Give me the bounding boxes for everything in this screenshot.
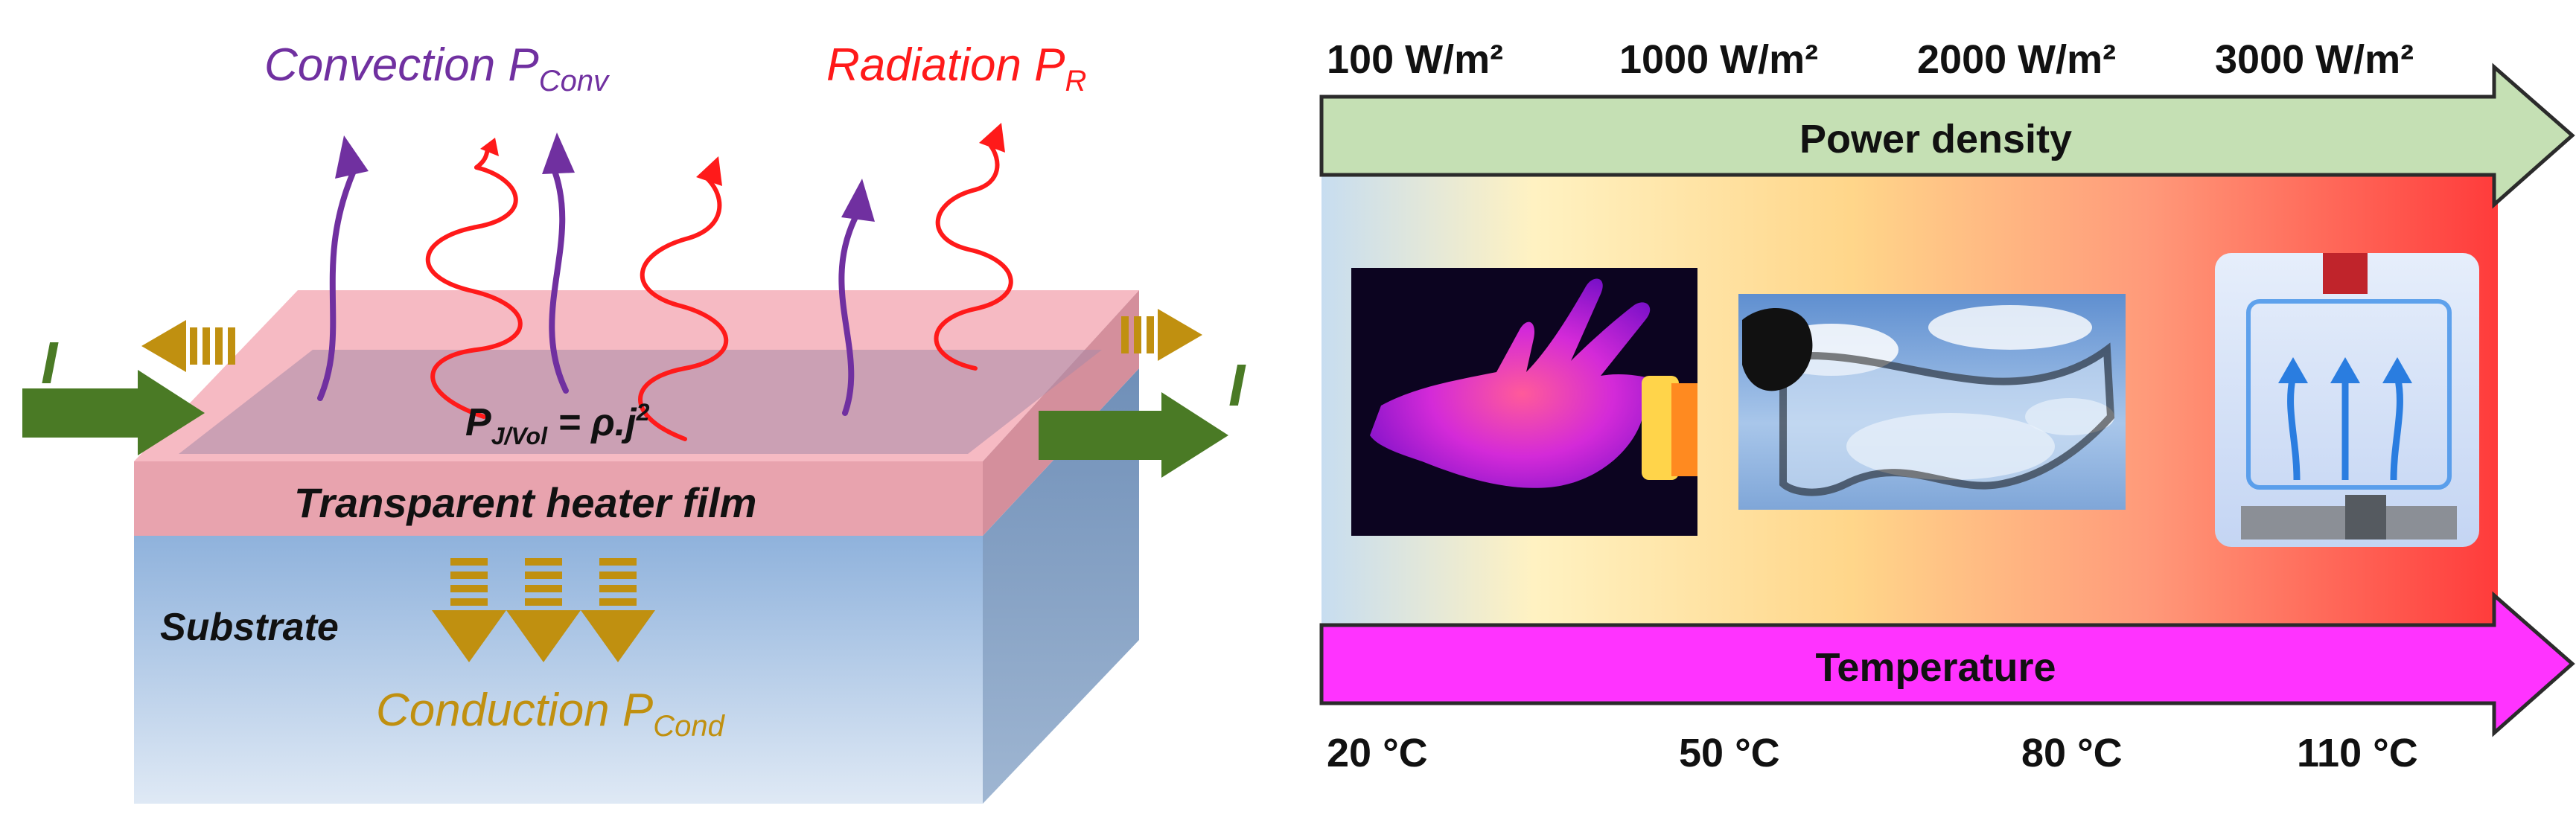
- radiation-arrowhead: [480, 138, 499, 156]
- substrate-side-face: [983, 368, 1139, 804]
- radiation-arrowhead: [979, 123, 1005, 153]
- current-arrows: I I: [22, 330, 1246, 478]
- film-front-face: [134, 461, 983, 536]
- current-arrow-right: [1039, 392, 1228, 478]
- current-symbol-right: I: [1228, 352, 1246, 418]
- temperature-value: 50 °C: [1679, 731, 1780, 775]
- temperature-arrow: [1319, 591, 2575, 737]
- device-top-clip: [2323, 253, 2368, 294]
- current-arrow-left: [22, 370, 205, 455]
- side-heat-stripe: [1147, 316, 1154, 353]
- temperature-value: 80 °C: [2021, 731, 2123, 775]
- convection-arrowhead: [542, 132, 575, 174]
- flexible-film-strip: [1779, 342, 2115, 496]
- radiation-wave: [425, 165, 523, 419]
- convection-label: Convection PConv: [264, 39, 610, 97]
- conduction-arrow: [432, 558, 506, 662]
- convection-arrow: [317, 168, 357, 401]
- power-value: 3000 W/m²: [2215, 37, 2414, 82]
- substrate-front-face: [134, 536, 983, 804]
- joule-heating-formula: PJ/Vol = ρ.j2: [465, 399, 650, 449]
- radiation-wave: [934, 143, 1013, 371]
- substrate-label: Substrate: [160, 606, 339, 649]
- temperature-value: 110 °C: [2297, 731, 2418, 775]
- convection-arrows: [317, 132, 875, 416]
- radiation-label: Radiation PR: [826, 39, 1086, 97]
- temperature-values: 20 °C 50 °C 80 °C 110 °C: [1327, 731, 2418, 775]
- power-value: 1000 W/m²: [1619, 37, 1818, 82]
- hand-silhouette: [1370, 278, 1674, 488]
- power-density-arrow: [1319, 63, 2575, 209]
- side-heat-arrow-left: [141, 320, 186, 372]
- temperature-value: 20 °C: [1327, 731, 1428, 775]
- power-density-label: Power density: [1799, 117, 2072, 161]
- side-heat-stripe: [1121, 316, 1129, 353]
- conduction-arrow: [506, 558, 581, 662]
- substrate-block: [134, 368, 1139, 804]
- convection-arrowhead: [841, 179, 875, 222]
- hand-holding-film: [1742, 307, 1813, 391]
- left-panel: I I: [22, 39, 1246, 804]
- radiation-wave: [638, 176, 729, 441]
- side-heat-stripe: [190, 327, 197, 365]
- convection-arrow: [838, 213, 859, 416]
- flexible-film-sky-image: [1738, 294, 2126, 510]
- conduction-arrow: [581, 558, 655, 662]
- radiation-arrowhead: [696, 156, 722, 186]
- side-heat-stripe: [203, 327, 210, 365]
- radiation-arrows: [425, 123, 1013, 441]
- right-panel: Power density 100 W/m² 1000 W/m² 2000 W/…: [1319, 37, 2575, 775]
- side-heat-arrow-right: [1158, 309, 1202, 361]
- side-heat-arrows: [141, 309, 1202, 372]
- film-label: Transparent heater film: [294, 479, 756, 526]
- convection-arrowhead: [335, 135, 369, 179]
- thermal-hand-image: [1351, 268, 1697, 536]
- device-flow-arrows: [2287, 375, 2403, 481]
- power-value: 100 W/m²: [1327, 37, 1503, 82]
- power-values: 100 W/m² 1000 W/m² 2000 W/m² 3000 W/m²: [1327, 37, 2414, 82]
- conduction-label: Conduction PCond: [376, 685, 726, 743]
- power-value: 2000 W/m²: [1917, 37, 2116, 82]
- wristband: [1642, 376, 1679, 480]
- conduction-arrows: [432, 558, 655, 662]
- temperature-label: Temperature: [1815, 645, 2056, 690]
- side-heat-stripe: [215, 327, 223, 365]
- side-heat-stripe: [1134, 316, 1141, 353]
- side-heat-stripe: [228, 327, 235, 365]
- heater-device-image: [2215, 253, 2479, 547]
- current-symbol-left: I: [41, 330, 59, 396]
- convection-arrow: [549, 168, 569, 394]
